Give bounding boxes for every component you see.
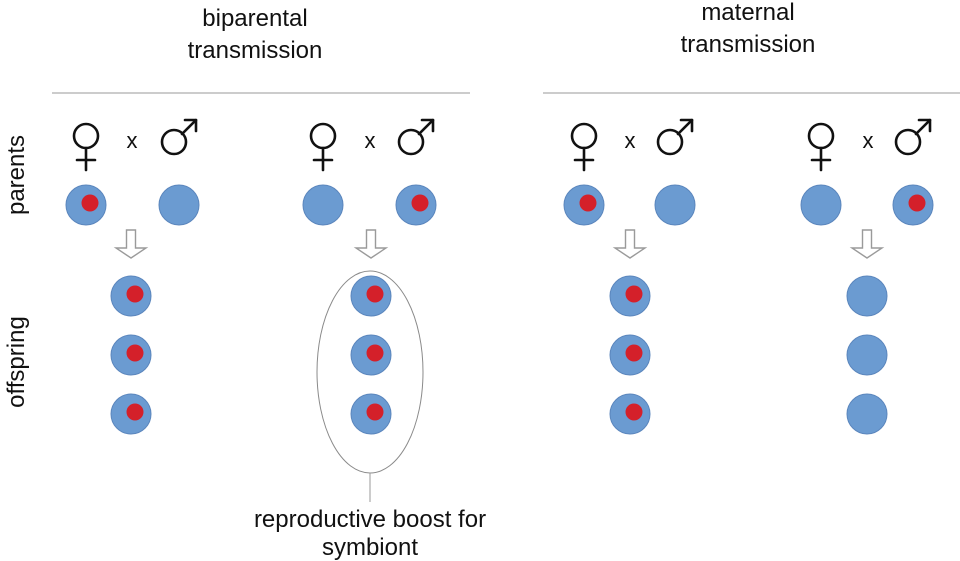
down-arrow-icon [353, 229, 389, 259]
offspring-cell [846, 334, 888, 376]
annotation-line2: symbiont [322, 534, 418, 561]
cross-1: x [65, 118, 200, 435]
offspring-cell [609, 275, 651, 317]
down-arrow-icon [849, 229, 885, 259]
cross-symbol: x [365, 128, 376, 153]
symbiont-dot [126, 285, 144, 303]
symbiont-dot [411, 194, 429, 212]
father-cell [892, 184, 934, 226]
header-maternal-line2: transmission [681, 31, 816, 58]
father-cell [395, 184, 437, 226]
offspring-cell [846, 393, 888, 435]
mother-cell [563, 184, 605, 226]
row-label-parents: parents [3, 135, 30, 215]
cross-4: x [800, 118, 934, 435]
father-cell [158, 184, 200, 226]
offspring-cell [609, 393, 651, 435]
cross-3: x [563, 118, 696, 435]
female-symbol-icon [570, 122, 598, 172]
offspring-cell [350, 275, 392, 317]
male-symbol-icon [894, 118, 932, 156]
mother-cell [302, 184, 344, 226]
offspring-cell [846, 275, 888, 317]
mother-cell [800, 184, 842, 226]
male-symbol-icon [160, 118, 198, 156]
female-symbol-icon [807, 122, 835, 172]
male-symbol-icon [397, 118, 435, 156]
offspring-cell [609, 334, 651, 376]
offspring-cell [350, 334, 392, 376]
row-label-offspring: offspring [3, 316, 30, 408]
symbiont-dot [366, 403, 384, 421]
female-symbol-icon [72, 122, 100, 172]
symbiont-dot [908, 194, 926, 212]
cross-symbol: x [863, 128, 874, 153]
offspring-cell [350, 393, 392, 435]
offspring-cell [110, 334, 152, 376]
symbiont-dot [625, 344, 643, 362]
symbiont-dot [366, 344, 384, 362]
header-biparental-line1: biparental [202, 5, 307, 32]
cross-2: x [302, 118, 437, 435]
cross-symbol: x [625, 128, 636, 153]
offspring-cell [110, 393, 152, 435]
female-symbol-icon [309, 122, 337, 172]
cross-symbol: x [127, 128, 138, 153]
symbiont-dot [366, 285, 384, 303]
header-maternal-line1: maternal [701, 0, 794, 26]
offspring-cell [110, 275, 152, 317]
down-arrow-icon [113, 229, 149, 259]
symbiont-dot [579, 194, 597, 212]
symbiont-dot [126, 344, 144, 362]
male-symbol-icon [656, 118, 694, 156]
symbiont-dot [81, 194, 99, 212]
symbiont-dot [625, 403, 643, 421]
symbiont-dot [126, 403, 144, 421]
father-cell [654, 184, 696, 226]
mother-cell [65, 184, 107, 226]
down-arrow-icon [612, 229, 648, 259]
annotation-line1: reproductive boost for [254, 506, 486, 533]
header-biparental-line2: transmission [188, 37, 323, 64]
symbiont-dot [625, 285, 643, 303]
